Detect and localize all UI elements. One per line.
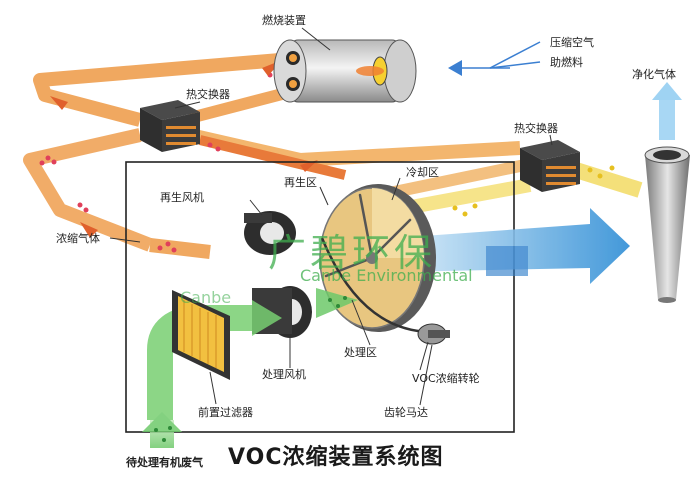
label-regen-fan: 再生风机 — [160, 191, 204, 204]
label-gear-motor: 齿轮马达 — [384, 406, 428, 419]
prefilter-panel — [172, 290, 230, 380]
watermark-en: Canbe Environmental — [300, 266, 473, 285]
label-concentrated-gas: 浓缩气体 — [56, 232, 100, 245]
label-waste-gas: 待处理有机废气 — [126, 456, 203, 469]
gear-motor-unit — [417, 323, 450, 345]
heat-exchanger-right-block — [520, 140, 580, 192]
clean-particles — [452, 165, 615, 217]
label-regen-zone: 再生区 — [284, 176, 317, 189]
duct-concentrated-loop — [23, 128, 153, 252]
duct-cooling-to-he — [378, 159, 527, 201]
process-particles — [154, 296, 347, 442]
burner-cylinder — [273, 39, 417, 103]
label-voc-rotor: VOC浓缩转轮 — [412, 372, 480, 385]
watermark-cn: 广碧环保 — [268, 231, 437, 275]
label-cooling-zone: 冷却区 — [406, 166, 439, 179]
clean-air-up-arrow — [652, 82, 682, 140]
label-process-fan: 处理风机 — [262, 368, 306, 381]
diagram-title: VOC浓缩装置系统图 — [228, 445, 444, 470]
watermark-en-short: Canbe — [180, 288, 232, 307]
duct-particles — [39, 72, 273, 253]
label-heat-exchanger-top: 热交换器 — [186, 88, 230, 101]
heat-exchanger-top-block — [140, 100, 200, 152]
label-heat-exchanger-right: 热交换器 — [514, 122, 558, 135]
process-fan-unit — [252, 286, 312, 338]
regen-fan-unit — [244, 211, 296, 255]
label-prefilter: 前置过滤器 — [198, 406, 253, 419]
clean-stack — [644, 146, 690, 303]
label-auxiliary-fuel: 助燃料 — [550, 56, 583, 69]
leader-lines — [109, 27, 553, 406]
duct-top-loop — [33, 53, 281, 127]
clean-air-flow-arrow — [395, 208, 630, 284]
voc-rotor-wheel — [319, 184, 436, 334]
label-clean-gas: 净化气体 — [632, 68, 676, 81]
label-burner: 燃烧装置 — [262, 14, 306, 27]
system-frame — [125, 161, 515, 433]
label-process-zone: 处理区 — [344, 346, 377, 359]
label-compressed-air: 压缩空气 — [550, 36, 594, 49]
duct-right-he-down — [198, 135, 347, 180]
duct-he-to-burner — [188, 86, 292, 124]
fuel-lines — [448, 41, 541, 76]
